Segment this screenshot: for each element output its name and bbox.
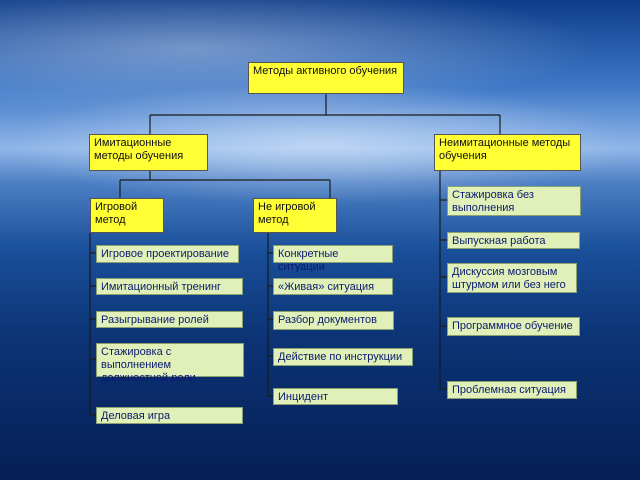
non-imitation-item: Выпускная работа (447, 232, 580, 249)
non-game-item: Конкретные ситуации (273, 245, 393, 273)
non-imitation-item: Проблемная ситуация (447, 381, 577, 399)
non-game-method-node: Не игровой метод (253, 198, 337, 233)
non-imitation-item: Дискуссия мозговым штурмом или без него (447, 263, 577, 293)
game-item: Деловая игра (96, 407, 243, 424)
game-method-node: Игровой метод (90, 198, 164, 233)
game-item: Имитационный тренинг (96, 278, 243, 295)
non-imitation-methods-node: Неимитационные методы обучения (434, 134, 581, 171)
game-item: Разыгрывание ролей (96, 311, 243, 328)
non-imitation-item: Программное обучение (447, 317, 580, 336)
imitation-methods-node: Имитационные методы обучения (89, 134, 208, 171)
non-game-item: Инцидент (273, 388, 398, 405)
game-item: Игровое проектирование (96, 245, 239, 263)
non-imitation-item: Стажировка без выполнения (447, 186, 581, 216)
non-game-item: «Живая» ситуация (273, 278, 393, 295)
non-game-item: Действие по инструкции (273, 348, 413, 366)
non-game-item: Разбор документов (273, 311, 394, 330)
game-item: Стажировка с выполнением должностной рол… (96, 343, 244, 384)
root-node: Методы активного обучения (248, 62, 404, 94)
